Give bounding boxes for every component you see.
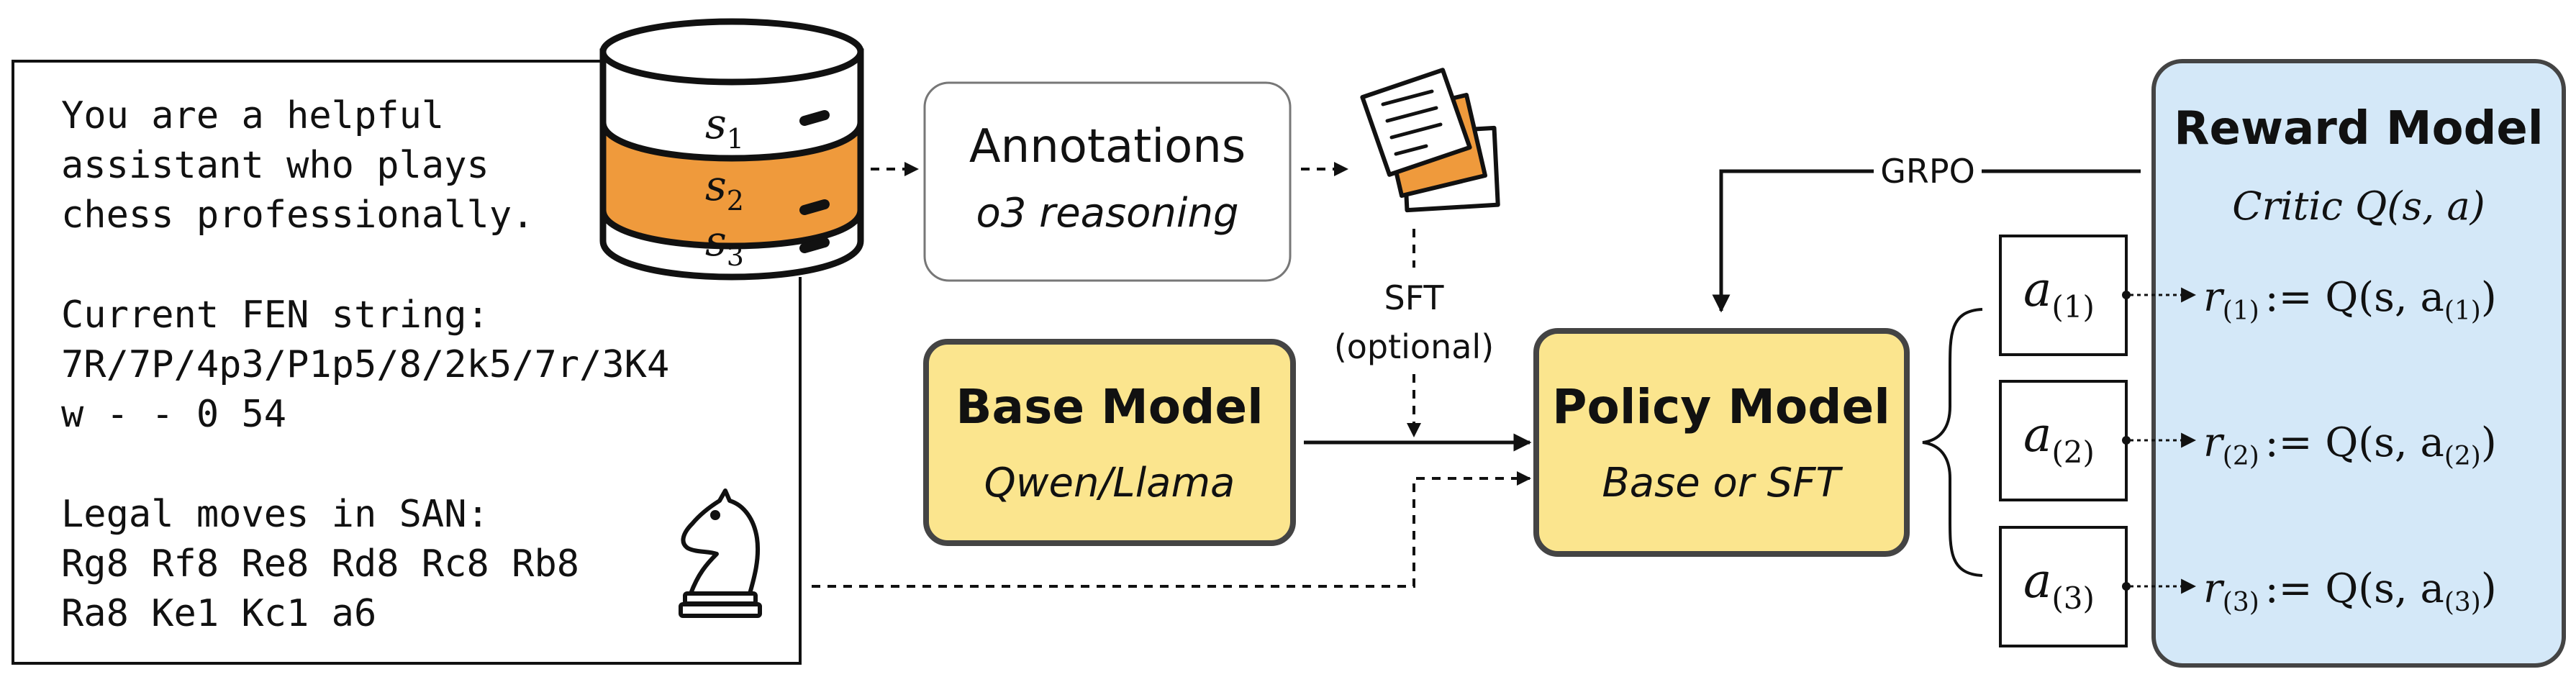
documents-icon xyxy=(1360,68,1500,213)
reward-model-subtitle: Critic Q(s, a) xyxy=(2232,183,2485,229)
sft-optional-label: (optional) xyxy=(1334,327,1494,366)
db-slot-label: s1 xyxy=(705,99,744,155)
reward-equation: r(3):= Q(s, a(3)) xyxy=(2203,565,2497,617)
fen-line: 7R/7P/4p3/P1p5/8/2k5/7r/3K4 xyxy=(61,343,669,386)
base-model-box: Base Model Qwen/Llama xyxy=(923,339,1296,546)
policy-model-title: Policy Model xyxy=(1552,379,1890,435)
fen-line: w - - 0 54 xyxy=(61,393,286,436)
reward-equation: r(1):= Q(s, a(1)) xyxy=(2203,274,2497,326)
action-label: a(1) xyxy=(2023,262,2095,324)
legal-moves-line: Rg8 Rf8 Re8 Rd8 Rc8 Rb8 xyxy=(61,542,579,586)
action-label: a(3) xyxy=(2023,553,2095,616)
annotations-subtitle: o3 reasoning xyxy=(976,190,1238,237)
policy-model-box: Policy Model Base or SFT xyxy=(1533,328,1910,557)
grpo-label: GRPO xyxy=(1880,152,1975,191)
annotations-title: Annotations xyxy=(969,120,1246,173)
action-box xyxy=(1999,526,2128,647)
sft-label: SFT xyxy=(1384,278,1445,317)
prompt-panel: You are a helpful assistant who plays ch… xyxy=(12,60,802,665)
action-boxes: a(1) a(2) a(3) xyxy=(1999,235,2128,647)
actions-brace xyxy=(1922,308,1983,577)
policy-model-subtitle: Base or SFT xyxy=(1602,460,1843,506)
action-box xyxy=(1999,380,2128,501)
base-model-subtitle: Qwen/Llama xyxy=(984,460,1235,506)
grpo-feedback-arrow xyxy=(1712,169,2141,313)
db-slot-label: s3 xyxy=(705,217,744,272)
legal-moves-label: Legal moves in SAN: xyxy=(61,493,489,536)
prompt-intro-line: You are a helpful xyxy=(61,94,444,137)
reward-equation: r(2):= Q(s, a(2)) xyxy=(2203,419,2497,471)
prompt-intro-line: assistant who plays xyxy=(61,144,489,187)
db-slot-label: s2 xyxy=(705,161,744,217)
prompt-to-policy-arrow xyxy=(812,471,1531,588)
reward-model-title: Reward Model xyxy=(2174,102,2543,155)
prompt-intro-line: chess professionally. xyxy=(61,194,534,237)
reward-model-panel: Reward Model Critic Q(s, a) xyxy=(2151,59,2566,668)
chess-knight-icon xyxy=(679,488,762,618)
fen-label: Current FEN string: xyxy=(61,294,489,337)
prompt-box-outline xyxy=(12,60,802,665)
base-model-title: Base Model xyxy=(956,379,1264,435)
legal-moves-line: Ra8 Ke1 Kc1 a6 xyxy=(61,592,376,635)
action-label: a(2) xyxy=(2023,407,2095,470)
database-icon: s1 s2 s3 xyxy=(599,18,864,281)
annotations-box: Annotations o3 reasoning xyxy=(923,81,1292,282)
action-box xyxy=(1999,235,2128,356)
